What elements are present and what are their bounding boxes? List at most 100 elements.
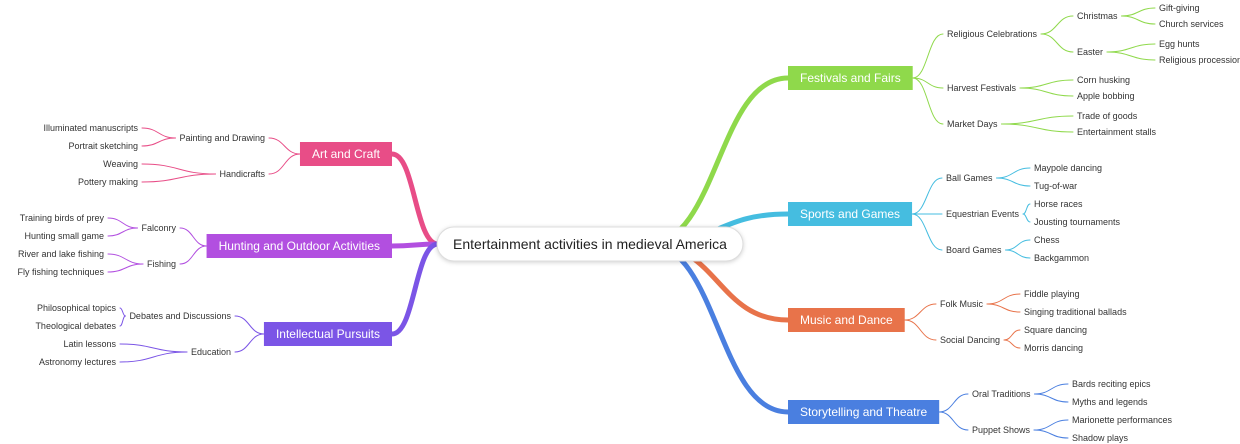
root-node[interactable]: Entertainment activities in medieval Ame… — [436, 226, 744, 262]
level1-node-label[interactable]: Harvest Festivals — [947, 83, 1017, 93]
branch-node-box — [263, 322, 392, 346]
mind-map-nodes: Entertainment activities in medieval Ame… — [17, 3, 1240, 443]
level1-node-label[interactable]: Education — [191, 347, 231, 357]
connector-line — [996, 167, 1031, 179]
leaf-node-label[interactable]: Trade of goods — [1077, 111, 1138, 121]
level1-node-label[interactable]: Handicrafts — [219, 169, 265, 179]
leaf-node-label[interactable]: Astronomy lectures — [39, 357, 117, 367]
leaf-node-label[interactable]: Horse races — [1034, 199, 1083, 209]
branch-node[interactable]: Festivals and Fairs — [788, 66, 913, 90]
level1-node-label[interactable]: Fishing — [147, 259, 176, 269]
connector-line — [912, 77, 944, 89]
level1-node-label[interactable]: Social Dancing — [940, 335, 1000, 345]
connector-line — [107, 253, 144, 265]
leaf-node-label[interactable]: Chess — [1034, 235, 1060, 245]
connector-line — [268, 137, 301, 155]
level1-node-label[interactable]: Board Games — [946, 245, 1002, 255]
level1-node-label[interactable]: Folk Music — [940, 299, 984, 309]
leaf-node-label[interactable]: Corn husking — [1077, 75, 1130, 85]
branch-node-label: Intellectual Pursuits — [276, 327, 380, 341]
connector-line — [938, 393, 969, 413]
leaf-node-label[interactable]: Illuminated manuscripts — [43, 123, 138, 133]
leaf-node-label[interactable]: Myths and legends — [1072, 397, 1148, 407]
connector-line — [107, 227, 138, 237]
leaf-node-label[interactable]: Marionette performances — [1072, 415, 1173, 425]
branch-node-label: Sports and Games — [800, 207, 900, 221]
leaf-node-label[interactable]: Religious processions — [1159, 55, 1240, 65]
connector-line — [179, 227, 208, 247]
level1-node-label[interactable]: Debates and Discussions — [129, 311, 231, 321]
leaf-node-label[interactable]: Shadow plays — [1072, 433, 1129, 443]
leaf-node-label[interactable]: Apple bobbing — [1077, 91, 1135, 101]
branch-node[interactable]: Sports and Games — [788, 202, 913, 226]
leaf-node-label[interactable]: Tug-of-war — [1034, 181, 1077, 191]
connector-line — [904, 319, 937, 341]
leaf-node-label[interactable]: Portrait sketching — [68, 141, 138, 151]
leaf-node-label[interactable]: Backgammon — [1034, 253, 1089, 263]
connector-line — [986, 293, 1021, 305]
leaf-node-label[interactable]: Jousting tournaments — [1034, 217, 1121, 227]
connector-line — [1019, 79, 1074, 89]
leaf-node-label[interactable]: Pottery making — [78, 177, 138, 187]
leaf-node-label[interactable]: Egg hunts — [1159, 39, 1200, 49]
leaf-node-label[interactable]: Hunting small game — [24, 231, 104, 241]
level1-node-label[interactable]: Puppet Shows — [972, 425, 1031, 435]
leaf-node-label[interactable]: Fiddle playing — [1024, 289, 1080, 299]
connector-line — [938, 411, 969, 431]
connector-line — [179, 245, 208, 265]
branch-node-label: Art and Craft — [312, 147, 381, 161]
connector-line — [141, 127, 176, 139]
leaf-node-label[interactable]: Fly fishing techniques — [17, 267, 104, 277]
leaf-node-label[interactable]: Theological debates — [35, 321, 116, 331]
branch-node[interactable]: Storytelling and Theatre — [788, 400, 940, 424]
connector-line — [1034, 383, 1069, 395]
level1-node-label[interactable]: Falconry — [141, 223, 176, 233]
connector-line — [107, 217, 138, 229]
connector-line — [234, 333, 265, 353]
level2-node-label[interactable]: Christmas — [1077, 11, 1118, 21]
level2-node-label[interactable]: Easter — [1077, 47, 1103, 57]
connector-line — [1019, 87, 1074, 97]
leaf-node-label[interactable]: Entertainment stalls — [1077, 127, 1157, 137]
connector-line — [141, 173, 216, 183]
branch-node[interactable]: Art and Craft — [299, 142, 392, 166]
connector-line — [268, 153, 301, 175]
connector-line — [912, 33, 944, 79]
leaf-node-label[interactable]: Weaving — [103, 159, 138, 169]
leaf-node-label[interactable]: Singing traditional ballads — [1024, 307, 1127, 317]
level1-node-label[interactable]: Religious Celebrations — [947, 29, 1038, 39]
connector-line — [1005, 249, 1031, 259]
leaf-node-label[interactable]: River and lake fishing — [18, 249, 104, 259]
branch-node[interactable]: Intellectual Pursuits — [263, 322, 392, 346]
level1-node-label[interactable]: Equestrian Events — [946, 209, 1020, 219]
connector-line — [1040, 33, 1074, 53]
level1-node-label[interactable]: Oral Traditions — [972, 389, 1031, 399]
leaf-node-label[interactable]: Bards reciting epics — [1072, 379, 1151, 389]
connector-line — [1106, 51, 1156, 61]
branch-node-box — [788, 202, 913, 226]
connector-line — [107, 263, 144, 273]
connector-line — [1003, 329, 1021, 341]
leaf-node-label[interactable]: Gift-giving — [1159, 3, 1200, 13]
connector-line — [645, 241, 791, 415]
leaf-node-label[interactable]: Church services — [1159, 19, 1224, 29]
leaf-node-label[interactable]: Maypole dancing — [1034, 163, 1102, 173]
leaf-node-label[interactable]: Latin lessons — [63, 339, 116, 349]
leaf-node-label[interactable]: Training birds of prey — [20, 213, 105, 223]
leaf-node-label[interactable]: Philosophical topics — [37, 303, 117, 313]
connector-line — [904, 303, 937, 321]
branch-node-label: Hunting and Outdoor Activities — [219, 239, 380, 253]
connector-line — [912, 77, 944, 125]
leaf-node-label[interactable]: Morris dancing — [1024, 343, 1083, 353]
branch-node-box — [299, 142, 392, 166]
level1-node-label[interactable]: Painting and Drawing — [179, 133, 265, 143]
level1-node-label[interactable]: Ball Games — [946, 173, 993, 183]
branch-node[interactable]: Hunting and Outdoor Activities — [206, 234, 392, 258]
branch-node-label: Music and Dance — [800, 313, 893, 327]
connector-line — [1033, 429, 1069, 439]
connector-line — [141, 137, 176, 147]
branch-node[interactable]: Music and Dance — [788, 308, 905, 332]
level1-node-label[interactable]: Market Days — [947, 119, 998, 129]
leaf-node-label[interactable]: Square dancing — [1024, 325, 1087, 335]
